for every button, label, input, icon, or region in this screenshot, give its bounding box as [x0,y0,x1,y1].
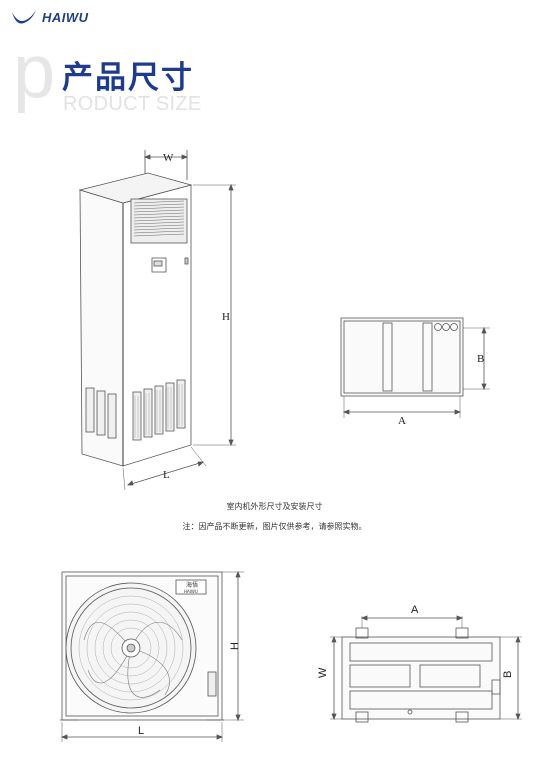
indoor-b-label: B [477,353,484,365]
title-decor-letter: p [13,29,56,114]
outdoor-h-label: H [229,642,241,650]
indoor-l-label: L [163,469,170,481]
outdoor-badge-cn: 海悟 [186,581,198,589]
outdoor-a-label: A [411,604,419,616]
outdoor-w-label: W [317,667,329,678]
indoor-h-label: H [222,311,230,323]
outdoor-l-label: L [138,725,144,737]
outdoor-b-label: B [502,671,514,678]
indoor-a-label: A [398,415,406,427]
page-title: 产品尺寸 [62,60,194,96]
wave-logo-icon [12,10,36,24]
outdoor-badge-en: HAIWU [184,589,198,594]
disclaimer-note: 注：因产品不断更新，图片仅供参考，请参照实物。 [182,522,367,531]
brand-name: HAIWU [42,9,89,25]
brand-logo: HAIWU [10,6,120,28]
indoor-w-label: W [163,152,174,164]
page-subtitle: RODUCT SIZE [63,93,202,115]
indoor-caption: 室内机外形尺寸及安装尺寸 [226,502,323,511]
